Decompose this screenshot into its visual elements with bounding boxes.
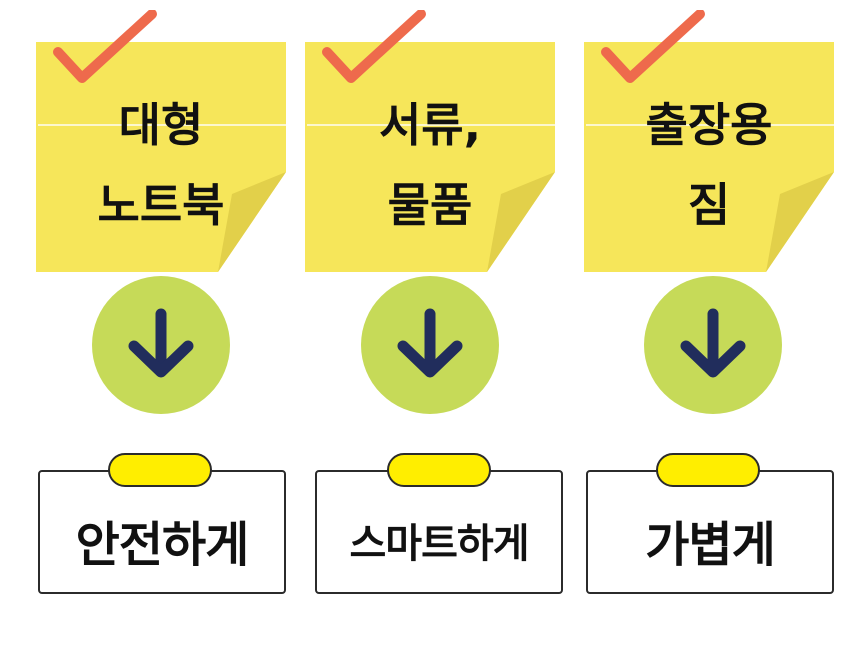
label-tag xyxy=(315,470,563,594)
down-arrow-icon xyxy=(680,308,746,378)
sticky-note: 출장용 짐 xyxy=(584,42,834,272)
step-column-2: 서류, 물품 스마트하게 xyxy=(305,0,565,620)
tag-clip xyxy=(387,453,491,487)
note-text: 출장용 짐 xyxy=(602,80,816,250)
note-line-2: 짐 xyxy=(687,178,731,232)
tag-label: 스마트하게 xyxy=(349,521,530,567)
checkmark-icon xyxy=(322,10,426,83)
label-tag xyxy=(38,470,286,594)
checkmark-icon xyxy=(601,10,705,83)
note-line-2: 물품 xyxy=(387,178,473,232)
step-column-1: 대형 노트북 안전하게 xyxy=(36,0,296,620)
sticky-note-paper xyxy=(305,42,555,272)
tag-clip xyxy=(656,453,760,487)
checkmark-icon xyxy=(53,10,157,83)
sticky-note: 서류, 물품 xyxy=(305,42,555,272)
note-line-1: 서류, xyxy=(378,98,482,152)
note-line-2: 노트북 xyxy=(97,178,225,232)
tag-clip xyxy=(108,453,212,487)
note-text: 서류, 물품 xyxy=(323,80,537,250)
sticky-note: 대형 노트북 xyxy=(36,42,286,272)
sticky-note-paper xyxy=(584,42,834,272)
arrow-circle xyxy=(92,276,230,414)
note-line-1: 출장용 xyxy=(645,98,773,152)
arrow-circle xyxy=(644,276,782,414)
note-text: 대형 노트북 xyxy=(54,80,268,250)
arrow-circle xyxy=(361,276,499,414)
sticky-note-paper xyxy=(36,42,286,272)
down-arrow-icon xyxy=(397,308,463,378)
tag-label: 안전하게 xyxy=(75,517,250,573)
tag-label: 가볍게 xyxy=(645,517,775,573)
down-arrow-icon xyxy=(128,308,194,378)
step-column-3: 출장용 짐 가볍게 xyxy=(584,0,844,620)
note-line-1: 대형 xyxy=(118,98,204,152)
